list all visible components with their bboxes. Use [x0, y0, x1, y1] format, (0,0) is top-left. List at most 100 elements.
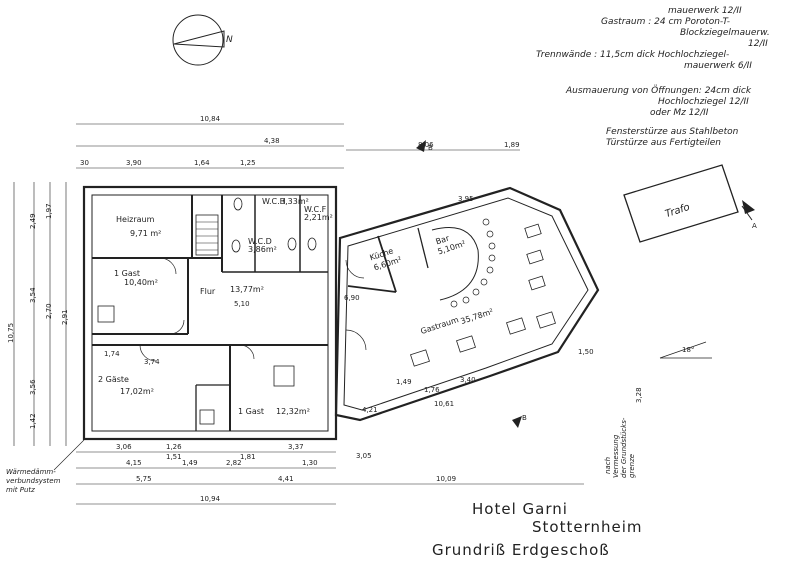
dim-label: 10,84	[200, 115, 221, 123]
room-flur-name: Flur	[200, 287, 216, 296]
bar-counter	[431, 227, 479, 301]
dim-label: 1,74	[104, 350, 120, 358]
dim-label: 3,74	[144, 358, 160, 366]
note-ausmauerung-1: Ausmauerung von Öffnungen: 24cm dick	[565, 85, 752, 96]
door-swing	[159, 257, 177, 275]
dim-label: 2,91	[61, 309, 69, 325]
title-block: Hotel Garni Stotternheim Grundriß Erdges…	[432, 500, 643, 559]
note-waermedaemm-3: mit Putz	[6, 486, 35, 494]
shower	[273, 365, 295, 387]
dining-tables	[410, 223, 556, 367]
wing-outer-wall	[82, 185, 338, 441]
partition	[417, 227, 429, 269]
dim-label: 5,75	[136, 475, 152, 483]
dim-label: 2,49	[29, 213, 37, 229]
dim-label: 1,49	[396, 378, 412, 386]
dim-label: 1,42	[29, 413, 37, 429]
dim-label: 3,56	[29, 379, 37, 395]
room-wcf-name: W.C.F	[304, 205, 327, 214]
dim-label: 3,37	[288, 443, 304, 451]
dim-label: 3,95	[458, 195, 474, 203]
toilet	[233, 197, 243, 211]
room-wcf-area: 2,21m²	[304, 213, 333, 222]
wing-inner-wall	[91, 194, 329, 432]
dim-label: 1,97	[45, 203, 53, 219]
dim-label: 1,49	[182, 459, 198, 467]
shower	[199, 409, 215, 425]
dim-label: 10,09	[436, 475, 456, 483]
note-gastraum-1: Gastraum : 24 cm Poroton-T-	[601, 17, 730, 27]
dim-label: 1,64	[194, 159, 210, 167]
toilet	[231, 239, 241, 253]
dim-label: 10,75	[7, 323, 15, 343]
note-grenze-4: grenze	[628, 454, 636, 478]
dim-label: 1,51	[166, 453, 182, 461]
door-swing	[239, 344, 255, 360]
angle-label: 18°	[682, 346, 694, 354]
note-gastraum-3: 12/II	[748, 39, 768, 49]
room-labels: Heizraum 9,71 m² 1 Gast 10,40m² Flur 13,…	[98, 197, 494, 416]
room-gastraum-name: Gastraum	[419, 315, 460, 336]
dim-label: 1,26	[166, 443, 182, 451]
room-flur-area: 13,77m²	[230, 285, 264, 294]
dim-label: 1,76	[424, 386, 440, 394]
room-gast1b-name: 1 Gast	[238, 407, 264, 416]
room-heizraum-area: 9,71 m²	[130, 229, 161, 238]
dim-label: 4,38	[264, 137, 280, 145]
note-ausmauerung-2: Hochlochziegel 12/II	[658, 97, 749, 107]
title-hotel: Hotel Garni	[472, 500, 568, 518]
section-b-label: B	[428, 144, 433, 152]
dim-label: 6,90	[344, 294, 360, 302]
dim-label: 3,28	[635, 387, 643, 403]
section-b-label: B	[522, 414, 527, 422]
toilet	[287, 237, 297, 251]
room-wcd-name: W.C.D	[248, 237, 272, 246]
trafo-label: Trafo	[664, 202, 691, 220]
dim-label: 1,89	[504, 141, 520, 149]
room-gastraum-area: 35,78m²	[459, 307, 494, 326]
dim-label: 3,54	[29, 287, 37, 303]
dim-label: 1,25	[240, 159, 256, 167]
room-gaeste2-area: 17,02m²	[120, 387, 154, 396]
room-gast1-name: 1 Gast	[114, 269, 140, 278]
north-arrow: N	[172, 14, 233, 66]
dim-label: 4,15	[126, 459, 142, 467]
restaurant-wing	[334, 186, 600, 422]
dim-label: 4,41	[278, 475, 294, 483]
partition	[377, 235, 397, 293]
angle-marker	[659, 341, 712, 359]
dim-label: 3,06	[116, 443, 132, 451]
construction-notes: mauerwerk 12/II Gastraum : 24 cm Poroton…	[536, 6, 770, 148]
room-bar-name: Bar	[435, 233, 451, 246]
door-swing	[345, 259, 365, 279]
dim-label: 5,10	[234, 300, 250, 308]
guest-wing	[82, 185, 338, 441]
door-swing	[139, 344, 157, 362]
note-stuerze-2: Türstürze aus Fertigteilen	[606, 138, 721, 148]
note-waermedaemm-2: verbundsystem	[6, 477, 61, 485]
dim-label: 1,81	[240, 453, 256, 461]
dim-label: 3,40	[460, 376, 476, 384]
partition	[347, 285, 397, 293]
note-grenze-1: nach	[604, 457, 612, 474]
room-heizraum-name: Heizraum	[116, 215, 155, 224]
dim-label: 30	[80, 159, 89, 167]
toilet	[307, 237, 317, 251]
door-swing	[345, 329, 367, 351]
note-ausmauerung-3: oder Mz 12/II	[650, 108, 709, 118]
dim-label: 10,61	[434, 400, 454, 408]
room-gast1-area: 10,40m²	[124, 278, 158, 287]
bar-stools	[450, 218, 496, 308]
boundary-note: nach Vermessung der Grundstücks- grenze	[604, 417, 636, 478]
note-stuerze-1: Fensterstürze aus Stahlbeton	[606, 127, 739, 137]
shower	[97, 305, 115, 323]
title-location: Stotternheim	[532, 518, 643, 536]
note-waermedaemm-1: Wärmedämm-	[6, 468, 56, 476]
compass-label: N	[226, 35, 233, 45]
room-wch-name: W.C.H	[262, 197, 286, 206]
dimension-labels: 10,84 4,38 3,90 1,64 1,25 30 8,06 3,95 1…	[7, 115, 694, 503]
trafo-outline	[623, 164, 739, 243]
section-b-markers: B B	[416, 140, 527, 428]
dim-label: 3,05	[356, 452, 372, 460]
